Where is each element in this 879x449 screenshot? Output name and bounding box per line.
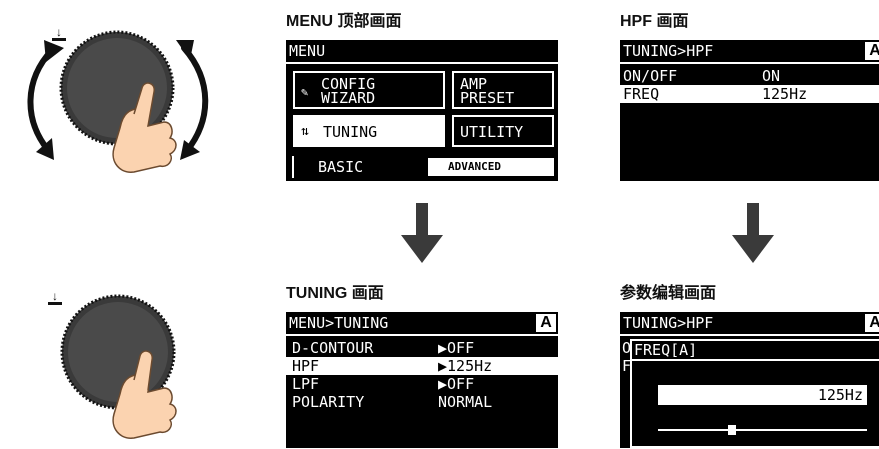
- caption-menu-top: MENU 顶部画面: [286, 13, 402, 30]
- hpf-screen: TUNING>HPF A ON/OFF ON FREQ 125Hz: [620, 40, 879, 181]
- config-wizard-label-1: CONFIG: [321, 75, 376, 93]
- param-dialog: FREQ[A] 125Hz: [630, 339, 879, 448]
- svg-text:↓: ↓: [52, 289, 58, 303]
- tuning-icon: ⇅: [301, 124, 309, 139]
- utility-label: UTILITY: [460, 123, 524, 141]
- tuning-screen-title: MENU>TUNING: [286, 312, 558, 336]
- utility-button[interactable]: UTILITY: [452, 115, 554, 147]
- amp-preset-label-2: PRESET: [460, 89, 515, 107]
- tuning-polarity-label: POLARITY: [292, 393, 365, 411]
- caption-param-edit: 参数编辑画面: [620, 285, 717, 302]
- amp-preset-label-1: AMP: [460, 75, 488, 93]
- menu-screen: MENU ✎ CONFIG WIZARD AMP PRESET ⇅ TUNING…: [286, 40, 558, 181]
- tab-advanced[interactable]: ADVANCED: [428, 158, 554, 176]
- tuning-hpf-label: HPF: [292, 357, 320, 375]
- tab-bar: BASIC ADVANCED: [286, 156, 558, 181]
- amp-preset-button[interactable]: AMP PRESET: [452, 71, 554, 109]
- tuning-hpf-value: ▶125Hz: [438, 357, 493, 375]
- config-wizard-button[interactable]: ✎ CONFIG WIZARD: [293, 71, 445, 109]
- param-edit-screen: TUNING>HPF A O F FREQ[A] 125Hz: [620, 312, 879, 448]
- wrench-icon: ✎: [301, 85, 309, 99]
- tuning-button[interactable]: ⇅ TUNING: [293, 115, 445, 147]
- arrow-down-left: [397, 203, 447, 269]
- menu-screen-title: MENU: [286, 40, 558, 64]
- hpf-row-onoff[interactable]: ON/OFF ON: [620, 67, 879, 85]
- tuning-label: TUNING: [323, 123, 378, 141]
- param-dialog-title: FREQ[A]: [632, 341, 879, 361]
- caption-tuning: TUNING 画面: [286, 285, 384, 302]
- arrow-down-right: [728, 203, 778, 269]
- tuning-row-lpf[interactable]: LPF ▶OFF: [286, 375, 558, 393]
- tuning-row-hpf[interactable]: HPF ▶125Hz: [286, 357, 558, 375]
- rotate-knob-icon: ↓: [27, 25, 209, 173]
- rotate-knob-illustration: ↓: [14, 10, 219, 185]
- tuning-lpf-value: ▶OFF: [438, 375, 475, 393]
- tuning-row-polarity[interactable]: POLARITY NORMAL: [286, 393, 558, 411]
- param-screen-title: TUNING>HPF: [620, 312, 879, 336]
- param-value: 125Hz: [817, 386, 863, 404]
- tab-advanced-label: ADVANCED: [448, 160, 501, 173]
- tuning-row-dcontour[interactable]: D-CONTOUR ▶OFF: [286, 339, 558, 357]
- hpf-row-freq[interactable]: FREQ 125Hz: [620, 85, 879, 103]
- svg-text:↓: ↓: [56, 25, 62, 39]
- param-a-badge: A: [865, 314, 879, 332]
- press-knob-icon: ↓: [48, 289, 177, 439]
- param-value-field[interactable]: 125Hz: [658, 385, 867, 405]
- tuning-dcontour-label: D-CONTOUR: [292, 339, 374, 357]
- tuning-polarity-value: NORMAL: [438, 393, 493, 411]
- param-slider-track: [658, 429, 867, 431]
- tab-basic[interactable]: BASIC: [292, 156, 424, 178]
- tuning-screen: MENU>TUNING A D-CONTOUR ▶OFF HPF ▶125Hz …: [286, 312, 558, 448]
- hpf-onoff-value: ON: [762, 67, 781, 85]
- param-slider-thumb[interactable]: [728, 425, 736, 435]
- config-wizard-label-2: WIZARD: [321, 89, 376, 107]
- caption-hpf: HPF 画面: [620, 13, 689, 30]
- hpf-onoff-label: ON/OFF: [623, 67, 678, 85]
- param-slider[interactable]: [658, 425, 867, 435]
- param-edge-letter-1: O: [622, 339, 632, 357]
- hpf-a-badge: A: [865, 42, 879, 60]
- tuning-dcontour-value: ▶OFF: [438, 339, 475, 357]
- hpf-screen-title: TUNING>HPF: [620, 40, 879, 64]
- hpf-freq-label: FREQ: [623, 85, 660, 103]
- param-edge-letter-2: F: [622, 357, 632, 375]
- press-knob-illustration: ↓: [40, 270, 210, 445]
- tuning-lpf-label: LPF: [292, 375, 320, 393]
- tab-basic-label: BASIC: [318, 158, 364, 176]
- hpf-freq-value: 125Hz: [762, 85, 808, 103]
- tuning-a-badge: A: [536, 314, 556, 332]
